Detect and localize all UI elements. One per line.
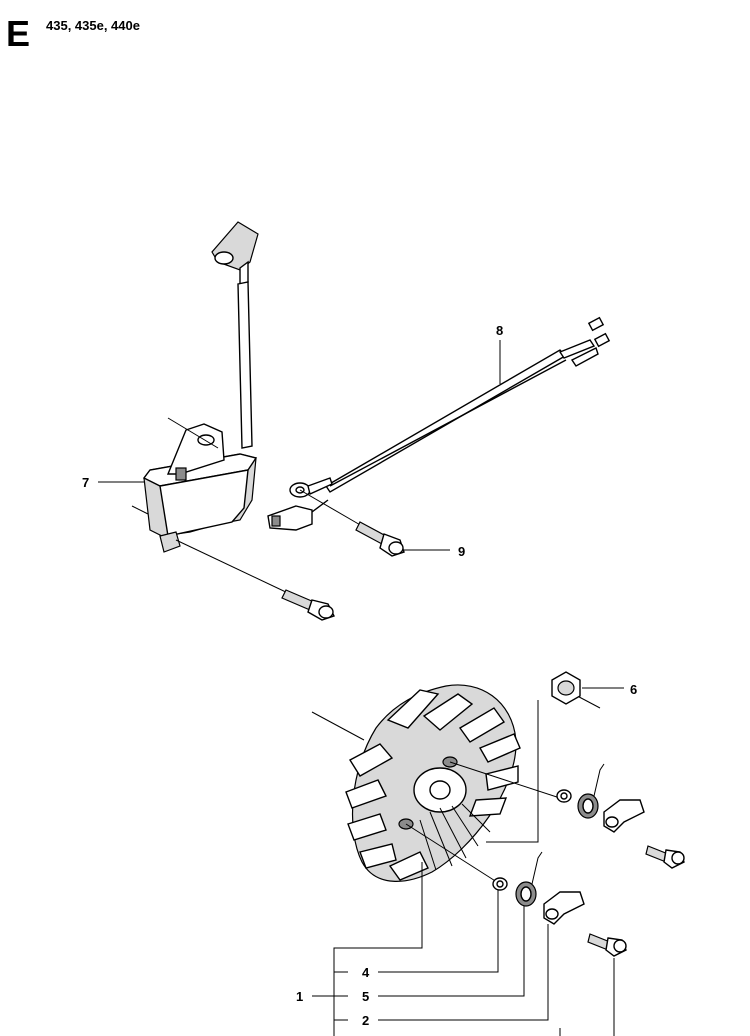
lower-pawl: [543, 891, 585, 925]
flywheel: [311, 684, 521, 882]
callout-7: 7: [82, 475, 89, 490]
ignition-screw-upper: [299, 489, 405, 557]
ignition-screw-lower: [175, 539, 335, 621]
ignition-module: [131, 221, 259, 553]
callout-5: 5: [362, 989, 369, 1004]
upper-pawl: [603, 799, 645, 833]
callout-2: 2: [362, 1013, 369, 1028]
callout-8: 8: [496, 323, 503, 338]
callout-4: 4: [362, 965, 370, 980]
upper-washer: [556, 789, 572, 803]
callout-6: 6: [630, 682, 637, 697]
callout-9: 9: [458, 544, 465, 559]
short-circuit-cable: [267, 316, 611, 531]
lower-washer: [492, 877, 508, 891]
flywheel-nut: [551, 671, 581, 705]
upper-pawl-screw: [645, 845, 685, 869]
lower-spring: [515, 851, 543, 907]
callout-1: 1: [296, 989, 303, 1004]
section-letter: E: [6, 13, 31, 54]
lower-pawl-screw: [587, 933, 627, 957]
upper-spring: [577, 763, 605, 819]
model-list: 435, 435e, 440e: [46, 18, 140, 33]
